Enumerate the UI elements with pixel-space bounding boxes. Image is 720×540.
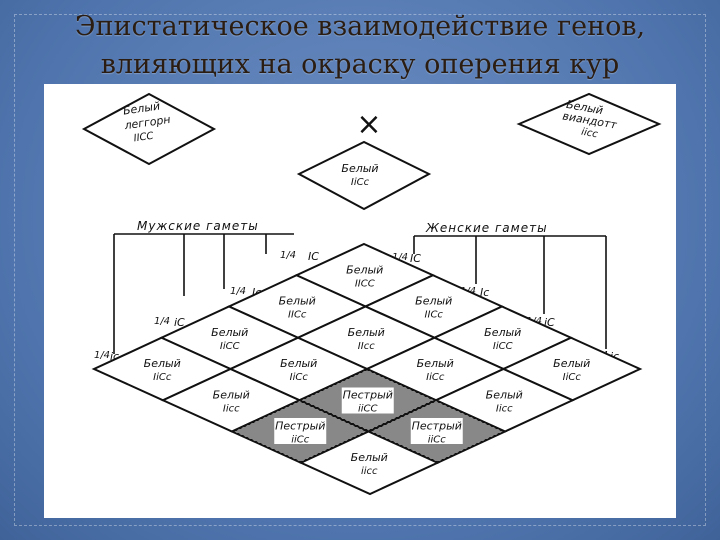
grid-cell <box>298 430 440 496</box>
male-gamete-fraction: 1/4 <box>230 286 246 297</box>
f1-phenotype: Белый <box>341 162 378 175</box>
male-gamete-bracket <box>113 233 294 354</box>
grid-cell-phenotype: Белый <box>144 357 181 370</box>
female-gametes-label: Женские гаметы <box>425 221 548 235</box>
parent-right-genotype: iicc <box>580 127 599 141</box>
female-gamete-genotype: IC <box>410 252 421 265</box>
male-gamete-ic-1: 1/4 IC <box>280 250 319 263</box>
parent-left-diamond <box>81 92 217 166</box>
diagram-canvas: Белый леггорн IICC × Белый виандотт iicc… <box>81 92 662 496</box>
grid-cell-genotype: iiCc <box>291 435 310 446</box>
grid-cell-genotype: Iicc <box>496 403 513 414</box>
female-gamete-genotype: Ic <box>480 286 489 299</box>
grid-cell-phenotype: Белый <box>213 388 250 401</box>
parent-right-phenotype: Белый <box>565 98 604 117</box>
punnett-grid: БелыйIICCБелыйIICcБелыйIiCCБелыйIiCcБелы… <box>91 242 643 496</box>
grid-cell-genotype: IICC <box>355 278 375 289</box>
title-line-2: влияющих на окраску оперения кур <box>100 49 620 80</box>
grid-cell-genotype: IiCc <box>153 372 172 383</box>
male-gamete-fraction: 1/4 <box>154 316 170 327</box>
grid-cell-genotype: IICc <box>425 310 444 321</box>
f1-diamond <box>296 140 432 211</box>
male-gamete-ic-2: 1/4 Ic <box>230 286 261 299</box>
female-gamete-bracket <box>413 235 607 349</box>
female-gamete-fraction: 1/4 <box>392 252 408 263</box>
grid-cell-genotype: IICc <box>288 310 307 321</box>
grid-cell-genotype: iicc <box>361 466 378 477</box>
grid-cell-genotype: IIcc <box>358 341 375 352</box>
parent-left: Белый леггорн IICC <box>81 92 217 166</box>
grid-cell-phenotype: Белый <box>279 295 316 308</box>
parent-left-genotype: IICC <box>133 131 154 145</box>
grid-cell-genotype: IiCC <box>220 341 240 352</box>
slide-title: Эпистатическое взаимодействие генов, вли… <box>0 8 720 84</box>
grid-cell-phenotype: Белый <box>486 388 523 401</box>
female-gamete-genotype: iC <box>544 316 555 329</box>
f1-hybrid: Белый IiCc <box>296 140 432 211</box>
male-gamete-ic-3: 1/4 iC <box>154 316 185 329</box>
grid-cell-phenotype: Белый <box>351 451 388 464</box>
grid-cell-label-backing <box>410 418 463 445</box>
grid-cell-genotype: iiCC <box>358 403 378 414</box>
grid-cell-genotype: iiCc <box>428 435 447 446</box>
male-gamete-genotype: Ic <box>252 286 261 299</box>
grid-cell-phenotype: Белый <box>484 326 521 339</box>
male-gametes-label: Мужские гаметы <box>137 219 259 233</box>
parent-right-diamond <box>516 92 662 156</box>
grid-cell-label-backing <box>341 387 394 414</box>
grid-cell-phenotype: Пестрый <box>343 388 393 401</box>
male-gamete-labels: 1/4 IC 1/4 Ic 1/4 iC 1/4 ic <box>94 250 319 363</box>
grid-cell-genotype: IiCc <box>426 372 445 383</box>
male-gamete-genotype: iC <box>174 316 185 329</box>
grid-cell-phenotype: Белый <box>280 357 317 370</box>
parent-left-phenotype: Белый <box>122 100 161 118</box>
parent-right: Белый виандотт iicc <box>516 92 662 156</box>
grid-cell-phenotype: Пестрый <box>275 420 325 433</box>
f1-genotype: IiCc <box>351 177 370 188</box>
male-gamete-genotype: ic <box>110 350 119 363</box>
grid-cell-genotype: IiCC <box>493 341 513 352</box>
grid-cell-label-backing <box>274 418 327 445</box>
grid-cell-phenotype: Белый <box>553 357 590 370</box>
grid-cell-phenotype: Белый <box>346 263 383 276</box>
grid-cell-genotype: IiCc <box>290 372 309 383</box>
male-gamete-genotype: IC <box>308 250 319 263</box>
punnett-diagram: Белый леггорн IICC × Белый виандотт iicc… <box>44 84 676 518</box>
slide-frame <box>14 14 706 526</box>
male-gamete-ic-4: 1/4 ic <box>94 350 119 363</box>
grid-cell-phenotype: Белый <box>415 295 452 308</box>
grid-cell-genotype: Iicc <box>223 403 240 414</box>
grid-cell-phenotype: Белый <box>211 326 248 339</box>
female-gamete-1: 1/4 IC <box>392 252 421 265</box>
grid-cell-genotype: IiCc <box>563 372 582 383</box>
title-line-1: Эпистатическое взаимодействие генов, <box>74 11 646 42</box>
cross-symbol: × <box>356 107 381 142</box>
grid-cell-phenotype: Белый <box>348 326 385 339</box>
male-gamete-fraction: 1/4 <box>94 350 110 361</box>
male-gamete-fraction: 1/4 <box>280 250 296 261</box>
grid-cell-phenotype: Пестрый <box>412 420 462 433</box>
grid-cell-phenotype: Белый <box>417 357 454 370</box>
